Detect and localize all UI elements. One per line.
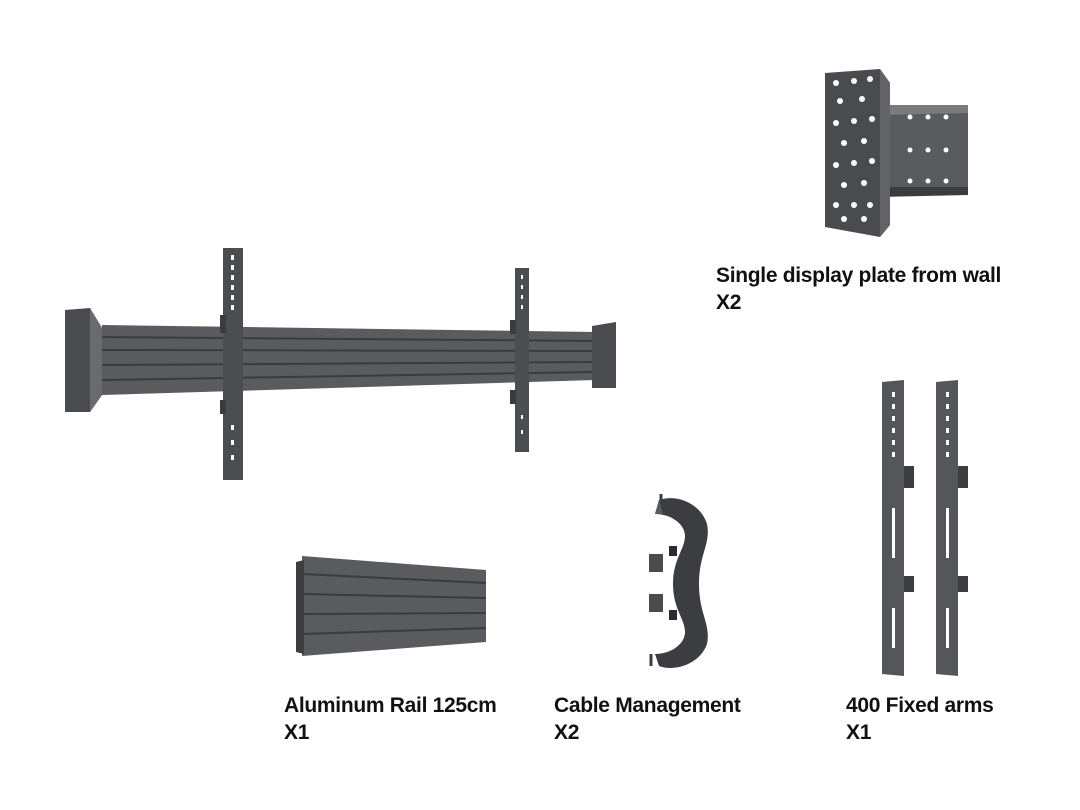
- fixed-arms-caption: 400 Fixed arms X1: [846, 692, 994, 746]
- aluminum-rail-name: Aluminum Rail 125cm: [284, 694, 497, 717]
- fixed-arms-image: [882, 380, 968, 676]
- cable-management-caption: Cable Management X2: [554, 692, 741, 746]
- aluminum-rail-caption: Aluminum Rail 125cm X1: [284, 692, 497, 746]
- fixed-arms-name: 400 Fixed arms: [846, 694, 994, 717]
- fixed-arms-quantity: X1: [846, 721, 872, 744]
- cable-management-image: [649, 494, 708, 668]
- aluminum-rail-image: [296, 556, 487, 656]
- aluminum-rail-quantity: X1: [284, 721, 310, 744]
- display-plate-name: Single display plate from wall: [716, 264, 1002, 287]
- display-plate-quantity: X2: [716, 291, 742, 314]
- wall-mount-assembly-image: [65, 248, 616, 480]
- display-plate-caption: Single display plate from wall X2: [716, 262, 1001, 316]
- cable-management-name: Cable Management: [554, 694, 741, 717]
- cable-management-quantity: X2: [554, 721, 580, 744]
- display-plate-image: [825, 69, 968, 237]
